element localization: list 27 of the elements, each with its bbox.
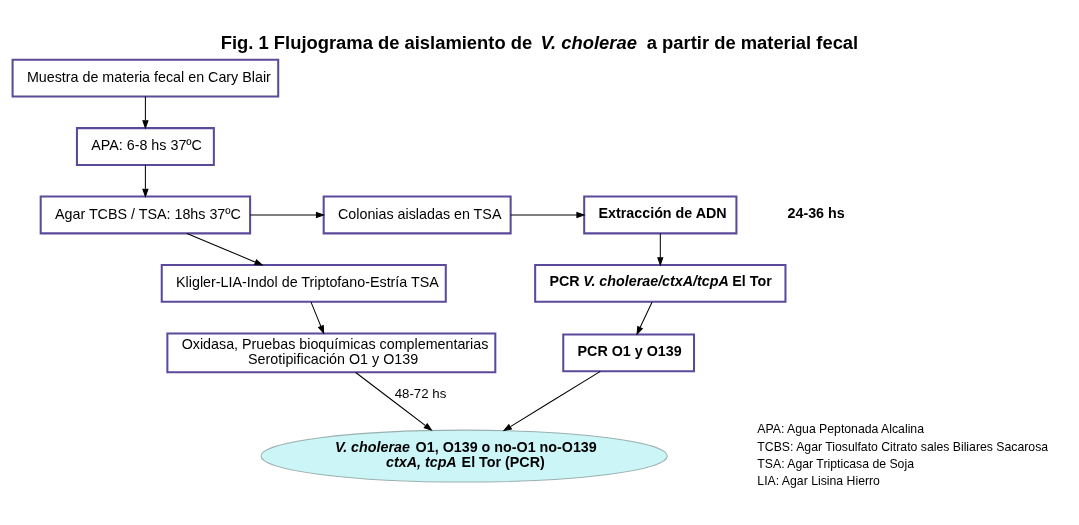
arrow <box>142 164 149 198</box>
label: TCBS: Agar Tiosulfato Citrato sales Biliares Sacarosa <box>757 439 1049 454</box>
node-box: PCR O1 y O139 <box>562 333 696 372</box>
arrow <box>249 211 326 218</box>
diagram-title: Fig. 1 Flujograma de aislamiento de V. cholerae a partir de material fecal <box>220 31 859 53</box>
node-box: Colonias aisladas en TSA <box>322 195 512 234</box>
label: TSA: Agar Tripticasa de Soja <box>757 456 914 471</box>
label: LIA: Agar Lisina Hierro <box>757 473 880 488</box>
node-label: 24-36 hs <box>787 204 845 221</box>
arrow <box>355 371 433 431</box>
node-box: Agar TCBS / TSA: 18hs 37ºC <box>39 195 252 234</box>
node-box: Kligler-LIA-Indol de Triptofano-Estría TSA <box>160 263 447 303</box>
arrow <box>142 95 149 129</box>
arrow <box>657 232 664 266</box>
label: APA: Agua Peptonada Alcalina <box>757 421 925 436</box>
arrow <box>310 301 325 335</box>
node-box: Muestra de materia fecal en Cary Blair <box>11 58 280 97</box>
node-box: PCR V. cholerae/ctxA/tcpA El Tor <box>534 263 787 303</box>
node-ellipse: V. cholerae O1, O139 o no-O1 no-O139 ctxA, tcpA El Tor (PCR) <box>260 429 668 483</box>
arrow <box>186 232 264 266</box>
arrow <box>510 211 586 218</box>
edge-label: 48-72 hs <box>394 385 447 401</box>
arrow <box>502 370 601 431</box>
arrow <box>636 301 653 335</box>
node-box: Extracción de ADN <box>583 195 738 234</box>
node-box: Oxidasa, Pruebas bioquímicas complementarias Serotipificación O1 y O139 <box>166 331 497 373</box>
node-box: APA: 6-8 hs 37ºC <box>75 126 215 166</box>
